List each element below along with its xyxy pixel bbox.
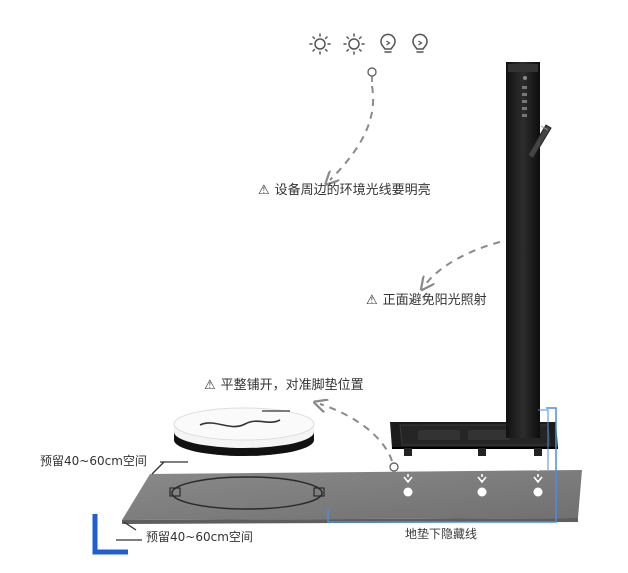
- mat-align-label: ⚠ 平整铺开，对准脚垫位置: [204, 379, 364, 392]
- pointer-pin: [367, 67, 377, 82]
- warning-icon: ⚠: [366, 293, 378, 308]
- sun-icon: [309, 33, 331, 55]
- corner-bracket: [92, 514, 128, 555]
- hidden-cable-label: 地垫下隐藏线: [405, 527, 478, 541]
- dashed-arrow-sunlight: [425, 241, 501, 285]
- warning-icon: ⚠: [258, 183, 270, 198]
- space-marker-bottom: [116, 521, 142, 541]
- avoid-sunlight-label: ⚠ 正面避免阳光照射: [366, 294, 487, 307]
- warning-icon: ⚠: [204, 378, 216, 393]
- dashed-arrow-mat: [320, 404, 399, 472]
- round-scale: [173, 407, 315, 456]
- mat-align-text: 平整铺开，对准脚垫位置: [220, 378, 364, 393]
- footpad-outline: [169, 476, 325, 510]
- bulb-icon: [380, 33, 396, 53]
- reserve-space-label-top: 预留40~60cm空间: [40, 454, 147, 468]
- sun-icon: [343, 33, 365, 55]
- scale-device: [390, 62, 558, 456]
- reserve-space-label-bottom: 预留40~60cm空间: [146, 530, 253, 544]
- floor-mat: [122, 470, 582, 520]
- ambient-light-text: 设备周边的环境光线要明亮: [274, 183, 431, 198]
- cable-line: [538, 409, 549, 470]
- alignment-markers: [403, 462, 543, 497]
- hidden-cable-bracket: [327, 407, 557, 523]
- ambient-light-label: ⚠ 设备周边的环境光线要明亮: [258, 184, 431, 197]
- bulb-icon: [412, 33, 428, 53]
- dashed-arrow-ambient: [330, 85, 375, 180]
- avoid-sunlight-text: 正面避免阳光照射: [382, 293, 487, 308]
- space-marker-top: [151, 461, 188, 475]
